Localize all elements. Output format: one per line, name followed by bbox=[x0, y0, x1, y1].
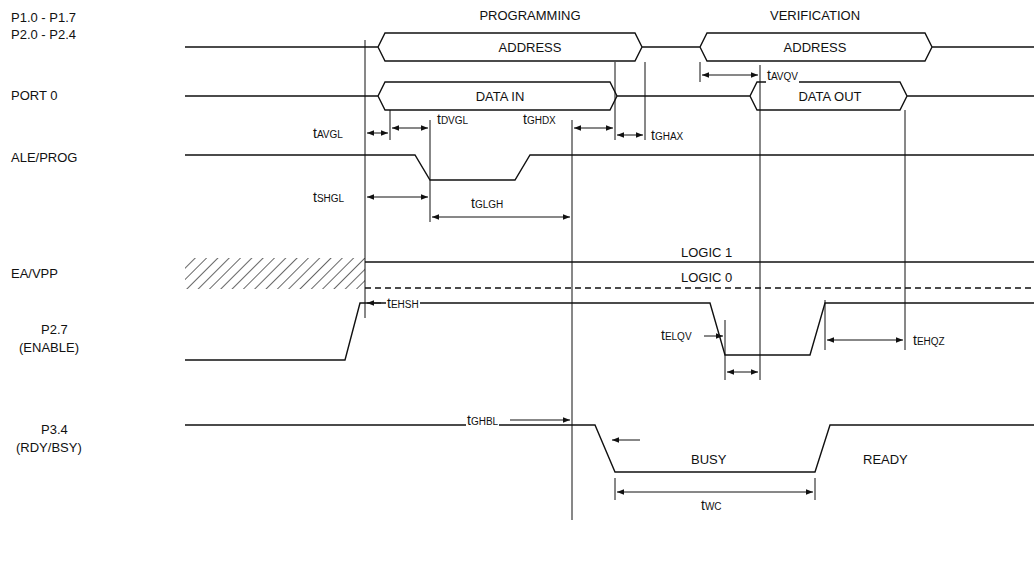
timing-label: tEHSH bbox=[386, 296, 420, 312]
leader-arrow bbox=[510, 420, 570, 421]
timing-label: tELQV bbox=[660, 328, 693, 344]
timing-label: tAVGL bbox=[312, 126, 344, 142]
state-label: READY bbox=[862, 452, 909, 467]
signal-name: P3.4 bbox=[40, 422, 69, 437]
dimension-arrow bbox=[367, 197, 428, 198]
dimension-arrow bbox=[827, 340, 903, 341]
level-label: LOGIC 1 bbox=[680, 245, 733, 260]
reference-lines bbox=[365, 40, 905, 520]
bus-value: ADDRESS bbox=[783, 40, 848, 55]
bus-title: VERIFICATION bbox=[769, 8, 861, 23]
timing-label: tSHGL bbox=[312, 190, 345, 206]
bus-title: PROGRAMMING bbox=[478, 8, 581, 23]
bus-value: DATA OUT bbox=[797, 89, 862, 104]
signal-name: PORT 0 bbox=[10, 88, 58, 103]
dimension-arrow bbox=[727, 372, 758, 373]
dimension-arrow bbox=[574, 128, 613, 129]
dimension-arrow bbox=[432, 217, 570, 218]
leader-arrow bbox=[612, 440, 640, 441]
leader-arrow bbox=[704, 336, 723, 337]
signal-name: P2.7 bbox=[40, 322, 69, 337]
signal-name: ALE/PROG bbox=[10, 150, 78, 165]
timing-label: tAVQV bbox=[766, 68, 799, 84]
timing-label: tGLGH bbox=[470, 196, 504, 212]
dimension-arrow bbox=[617, 135, 643, 136]
timing-label: tGHDX bbox=[522, 112, 557, 128]
timing-label: tWC bbox=[700, 498, 723, 514]
dimension-arrow bbox=[367, 133, 388, 134]
leader-arrow bbox=[367, 303, 381, 304]
dimension-arrow bbox=[702, 75, 758, 76]
state-label: BUSY bbox=[690, 452, 727, 467]
timing-label: tGHBL bbox=[466, 413, 499, 429]
signal-name: P1.0 - P1.7 bbox=[10, 10, 77, 25]
level-label: LOGIC 0 bbox=[680, 270, 733, 285]
logic1-line bbox=[365, 261, 1034, 262]
timing-label: tGHAX bbox=[650, 128, 684, 144]
dimension-arrow bbox=[617, 492, 813, 493]
prog-signal bbox=[185, 155, 1034, 180]
logic0-line bbox=[365, 287, 1034, 288]
timing-label: tEHQZ bbox=[912, 333, 946, 349]
rdy-bsy-signal bbox=[185, 425, 1034, 472]
timing-label: tDVGL bbox=[436, 112, 469, 128]
port0-bus bbox=[185, 82, 1034, 110]
signal-name: EA/VPP bbox=[10, 266, 59, 281]
bus-value: DATA IN bbox=[475, 89, 526, 104]
address-bus bbox=[185, 33, 1034, 61]
enable-signal bbox=[185, 303, 1034, 360]
signal-name: (ENABLE) bbox=[18, 340, 80, 355]
dimension-arrow bbox=[392, 128, 428, 129]
bus-value: ADDRESS bbox=[498, 40, 563, 55]
signal-name: P2.0 - P2.4 bbox=[10, 27, 77, 42]
hatch-region bbox=[185, 258, 365, 289]
signal-name: (RDY/BSY) bbox=[15, 440, 83, 455]
